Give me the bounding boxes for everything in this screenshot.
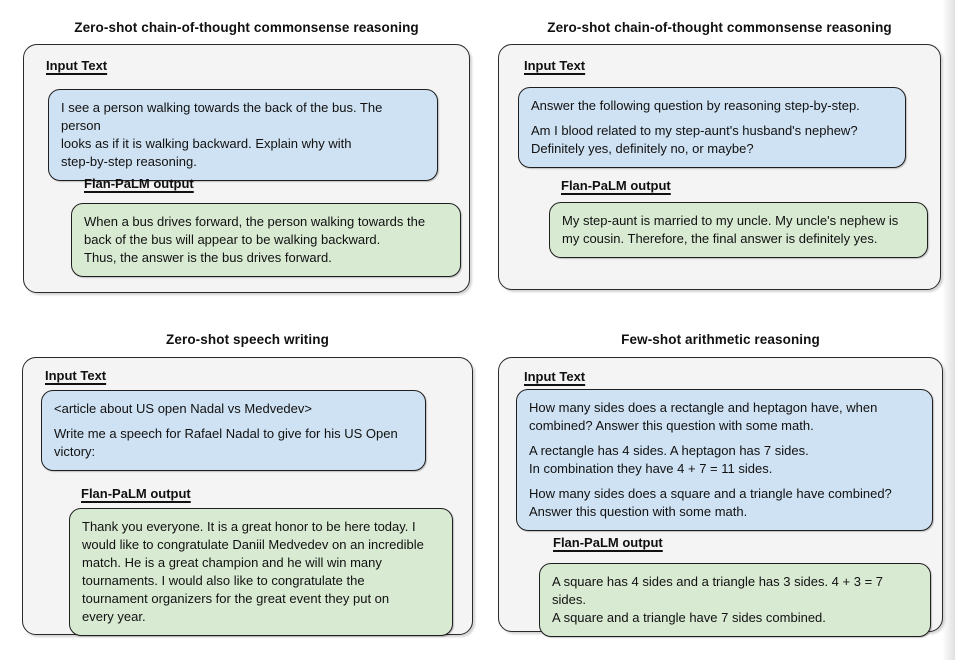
flan-palm-output-label: Flan-PaLM output (84, 176, 194, 191)
input-text-label: Input Text (524, 58, 586, 73)
flan-palm-output-label: Flan-PaLM output (561, 178, 671, 193)
panel-title: Zero-shot speech writing (166, 332, 329, 347)
flan-palm-output-content: My step-aunt is married to my uncle. My … (562, 213, 899, 246)
input-text-bubble: I see a person walking towards the back … (48, 89, 438, 181)
input-text-content: Answer the following question by reasoni… (531, 98, 860, 156)
input-text-label: Input Text (524, 369, 586, 384)
input-text-bubble: How many sides does a rectangle and hept… (516, 389, 933, 531)
flan-palm-output-bubble: When a bus drives forward, the person wa… (71, 203, 461, 277)
panel-title: Zero-shot chain-of-thought commonsense r… (547, 20, 892, 35)
input-text-label: Input Text (45, 368, 107, 383)
input-text-bubble: <article about US open Nadal vs Medvedev… (41, 390, 426, 471)
panel-box: Input Text Answer the following question… (498, 44, 941, 290)
flan-palm-output-bubble: My step-aunt is married to my uncle. My … (549, 202, 928, 258)
input-text-bubble: Answer the following question by reasoni… (518, 87, 906, 168)
panel-zero-shot-cot-commonsense-right: Zero-shot chain-of-thought commonsense r… (498, 20, 941, 290)
panel-box: Input Text I see a person walking toward… (23, 44, 470, 293)
panel-zero-shot-speech-writing: Zero-shot speech writing Input Text <art… (22, 332, 473, 636)
input-text-content: How many sides does a rectangle and hept… (529, 400, 892, 519)
panel-box: Input Text <article about US open Nadal … (22, 357, 473, 636)
input-text-label: Input Text (46, 58, 108, 73)
flan-palm-output-label: Flan-PaLM output (81, 486, 191, 501)
flan-palm-output-content: A square has 4 sides and a triangle has … (552, 574, 883, 625)
panel-few-shot-arithmetic-reasoning: Few-shot arithmetic reasoning Input Text… (498, 332, 943, 637)
flan-palm-output-label: Flan-PaLM output (553, 535, 663, 550)
input-text-content: <article about US open Nadal vs Medvedev… (54, 401, 398, 459)
flan-palm-output-content: When a bus drives forward, the person wa… (84, 214, 426, 265)
flan-palm-output-bubble: Thank you everyone. It is a great honor … (69, 508, 453, 636)
input-text-content: I see a person walking towards the back … (61, 100, 383, 169)
panel-zero-shot-cot-commonsense-left: Zero-shot chain-of-thought commonsense r… (23, 20, 470, 293)
page-edge-shadow (942, 0, 955, 660)
panel-title: Few-shot arithmetic reasoning (621, 332, 820, 347)
panel-title: Zero-shot chain-of-thought commonsense r… (74, 20, 419, 35)
panel-box: Input Text How many sides does a rectang… (498, 357, 943, 637)
flan-palm-output-content: Thank you everyone. It is a great honor … (82, 519, 424, 624)
flan-palm-output-bubble: A square has 4 sides and a triangle has … (539, 563, 931, 637)
